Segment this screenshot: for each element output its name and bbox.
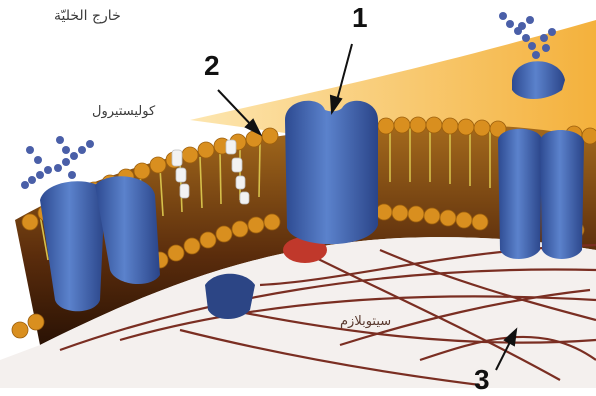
marker-1: 1 bbox=[352, 2, 368, 34]
cell-membrane-diagram: خارج الخليّة كوليستيرول سيتوبلازم 1 2 3 bbox=[0, 0, 596, 388]
label-cytoplasm: سيتوبلازم bbox=[340, 314, 391, 329]
label-cholesterol: كوليستيرول bbox=[92, 104, 155, 119]
marker-3: 3 bbox=[474, 364, 490, 396]
label-outside-cell: خارج الخليّة bbox=[54, 8, 121, 24]
marker-2: 2 bbox=[204, 50, 220, 82]
membrane-illustration bbox=[0, 0, 596, 388]
sugar-chain-left bbox=[21, 136, 94, 189]
channel-protein-center bbox=[285, 101, 378, 244]
peripheral-protein-bottom bbox=[205, 274, 255, 319]
